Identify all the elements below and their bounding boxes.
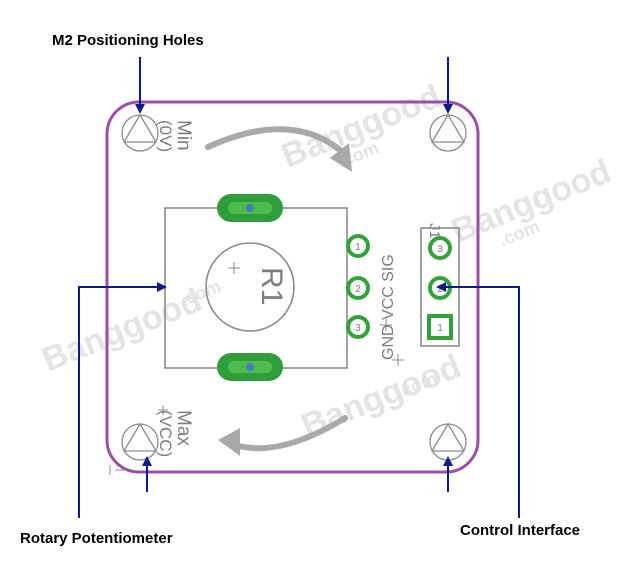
pointer-arrows [78, 57, 520, 518]
max-value: (VCC) [156, 410, 175, 457]
pot-pin-3: 3 [346, 315, 370, 339]
watermark-group: Banggood .com Banggood .com Banggood .co… [37, 77, 616, 445]
callout-positioning-holes: M2 Positioning Holes [52, 32, 204, 49]
arrow-control-interface [436, 282, 520, 518]
pot-pin-2: 2 [346, 276, 370, 300]
rotation-arrow-bottom [232, 415, 348, 452]
hole-circle-icon [121, 114, 159, 152]
hole-circle-icon [429, 423, 467, 461]
min-label: Min [173, 120, 194, 151]
mounting-hole-bottom-right [429, 422, 467, 461]
pin-number: 1 [437, 323, 443, 334]
rotation-arrow-top [205, 126, 343, 153]
pin-number: 1 [355, 242, 361, 253]
pin-ring [346, 234, 370, 258]
ref-designator: R1 [255, 267, 288, 305]
min-label-group: Min (0V) [156, 120, 194, 152]
via-dot [246, 204, 254, 212]
pin-number: 2 [437, 284, 443, 295]
triangle-in-circle-icon [122, 422, 158, 452]
oval-pad-top [217, 194, 283, 222]
hole-circle-icon [121, 423, 159, 461]
arrow-potentiometer [78, 282, 167, 518]
pin-ring [428, 236, 452, 260]
header-pin-labels: GND VCC SIG [380, 254, 397, 360]
pin-ring [346, 315, 370, 339]
triangle-in-circle-icon [430, 113, 466, 143]
pin-number: 3 [437, 244, 443, 255]
callout-rotary-potentiometer: Rotary Potentiometer [20, 530, 173, 547]
curved-arrow-icon [330, 143, 352, 172]
silk-marks [109, 262, 404, 475]
curved-arrow-icon [218, 428, 240, 456]
header-ref: J1 [426, 223, 443, 239]
square-pin [427, 314, 453, 340]
pin-ring [346, 276, 370, 300]
triangle-in-circle-icon [430, 422, 466, 452]
triangle-in-circle-icon [122, 113, 158, 143]
pin-number: 2 [355, 284, 361, 295]
oval-pad-bottom [217, 353, 283, 381]
callout-control-interface: Control Interface [460, 522, 581, 539]
via-dot [246, 363, 254, 371]
mounting-hole-top-right [429, 113, 467, 152]
max-label: Max [173, 410, 194, 446]
mounting-hole-top-left [121, 113, 159, 152]
hole-circle-icon [429, 114, 467, 152]
mounting-hole-bottom-left [121, 422, 159, 461]
pot-pin-1: 1 [346, 234, 370, 258]
max-label-group: Max (VCC) [156, 410, 194, 457]
min-value: (0V) [156, 120, 175, 152]
potentiometer-shaft [205, 242, 295, 332]
header-pin-3: 3 [428, 236, 452, 260]
pin-number: 3 [355, 323, 361, 334]
header-pin-1: 1 [427, 314, 453, 340]
